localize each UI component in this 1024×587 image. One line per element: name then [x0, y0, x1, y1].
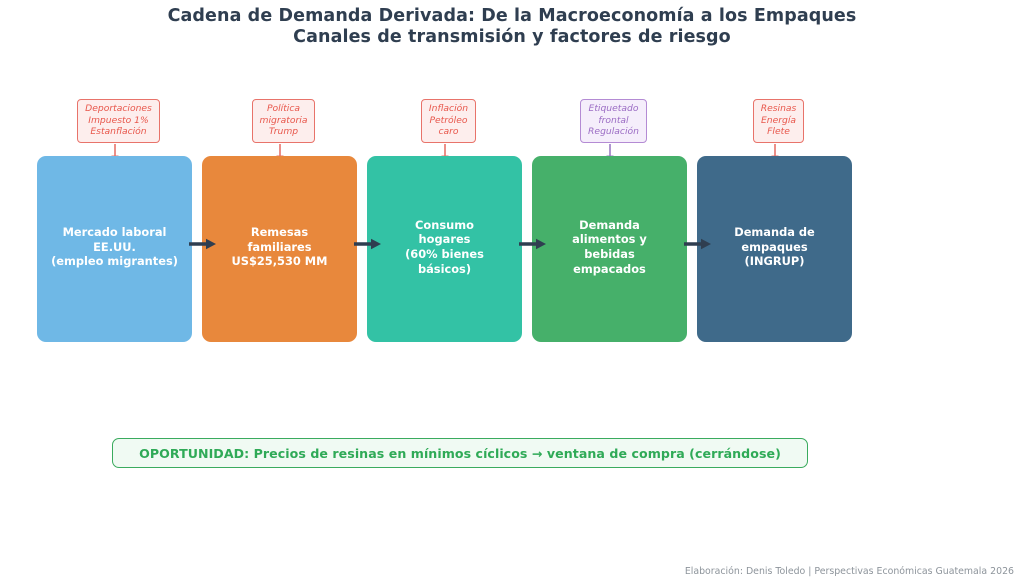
page-title: Cadena de Demanda Derivada: De la Macroe…: [0, 6, 1024, 48]
title-line-1: Cadena de Demanda Derivada: De la Macroe…: [167, 6, 857, 26]
flow-arrow-icon-4: [684, 236, 712, 252]
risk-cell-4: Etiquetado frontal Regulación: [532, 99, 695, 143]
risk-cell-3: Inflación Petróleo caro: [367, 99, 530, 143]
opportunity-banner-text: OPORTUNIDAD: Precios de resinas en mínim…: [139, 445, 781, 461]
title-line-2: Canales de transmisión y factores de rie…: [293, 27, 731, 47]
chain-node-demanda-alimentos-bebidas[interactable]: Demanda alimentos y bebidas empacados: [532, 156, 687, 342]
chain-node-label: Consumo hogares (60% bienes básicos): [405, 217, 484, 276]
chain-node-label: Demanda alimentos y bebidas empacados: [572, 217, 647, 276]
risk-cell-2: Política migratoria Trump: [202, 99, 365, 143]
opportunity-banner: OPORTUNIDAD: Precios de resinas en mínim…: [112, 438, 808, 468]
chain-node-mercado-laboral-eeuu[interactable]: Mercado laboral EE.UU. (empleo migrantes…: [37, 156, 192, 342]
demand-chain-row: Mercado laboral EE.UU. (empleo migrantes…: [37, 156, 852, 342]
flow-arrow-icon-2: [354, 236, 382, 252]
risk-box-demanda-alimentos: Etiquetado frontal Regulación: [580, 99, 647, 143]
risk-box-demanda-empaques: Resinas Energía Flete: [752, 99, 805, 143]
risk-box-remesas: Política migratoria Trump: [251, 99, 316, 143]
risk-cell-1: Deportaciones Impuesto 1% Estanflación: [37, 99, 200, 143]
risk-factors-row: Deportaciones Impuesto 1% Estanflación P…: [37, 99, 852, 143]
flow-arrow-icon-1: [189, 236, 217, 252]
chain-node-demanda-empaques-ingrup[interactable]: Demanda de empaques (INGRUP): [697, 156, 852, 342]
chain-node-consumo-hogares[interactable]: Consumo hogares (60% bienes básicos): [367, 156, 522, 342]
chain-node-label: Remesas familiares US$25,530 MM: [231, 225, 328, 269]
footer-credit: Elaboración: Denis Toledo | Perspectivas…: [684, 566, 1014, 577]
chain-node-remesas-familiares[interactable]: Remesas familiares US$25,530 MM: [202, 156, 357, 342]
risk-cell-5: Resinas Energía Flete: [697, 99, 860, 143]
flow-arrow-icon-3: [519, 236, 547, 252]
chain-node-label: Demanda de empaques (INGRUP): [734, 225, 815, 269]
risk-box-consumo: Inflación Petróleo caro: [420, 99, 477, 143]
risk-box-mercado-laboral: Deportaciones Impuesto 1% Estanflación: [77, 99, 160, 143]
chain-node-label: Mercado laboral EE.UU. (empleo migrantes…: [51, 225, 178, 269]
